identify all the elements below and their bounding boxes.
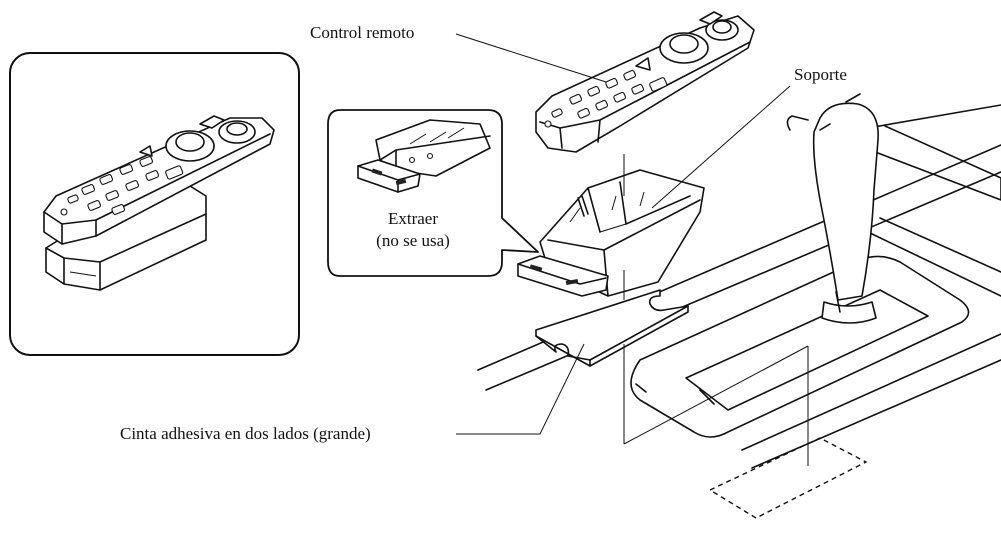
remove-label-line1: Extraer — [388, 209, 438, 228]
tape-leader — [456, 343, 585, 435]
holder-label: Soporte — [794, 65, 847, 84]
gear-shift-knob — [786, 102, 879, 324]
holder-leader — [651, 85, 791, 209]
remote-control — [535, 11, 755, 153]
adhesive-tape — [535, 289, 689, 367]
assembled-inset — [9, 52, 300, 356]
tape-label: Cinta adhesiva en dos lados (grande) — [120, 424, 371, 443]
console-surface — [477, 93, 1001, 519]
tape-target-outline — [708, 437, 868, 519]
remote-leader — [455, 33, 607, 83]
alignment-guides — [623, 154, 809, 466]
inset-remote — [43, 115, 275, 245]
remove-label-line2: (no se usa) — [376, 231, 450, 250]
remote-label: Control remoto — [310, 23, 414, 42]
holder-part — [517, 169, 705, 297]
removed-tab-part — [357, 159, 421, 193]
remove-callout: Extraer (no se usa) — [327, 109, 539, 277]
